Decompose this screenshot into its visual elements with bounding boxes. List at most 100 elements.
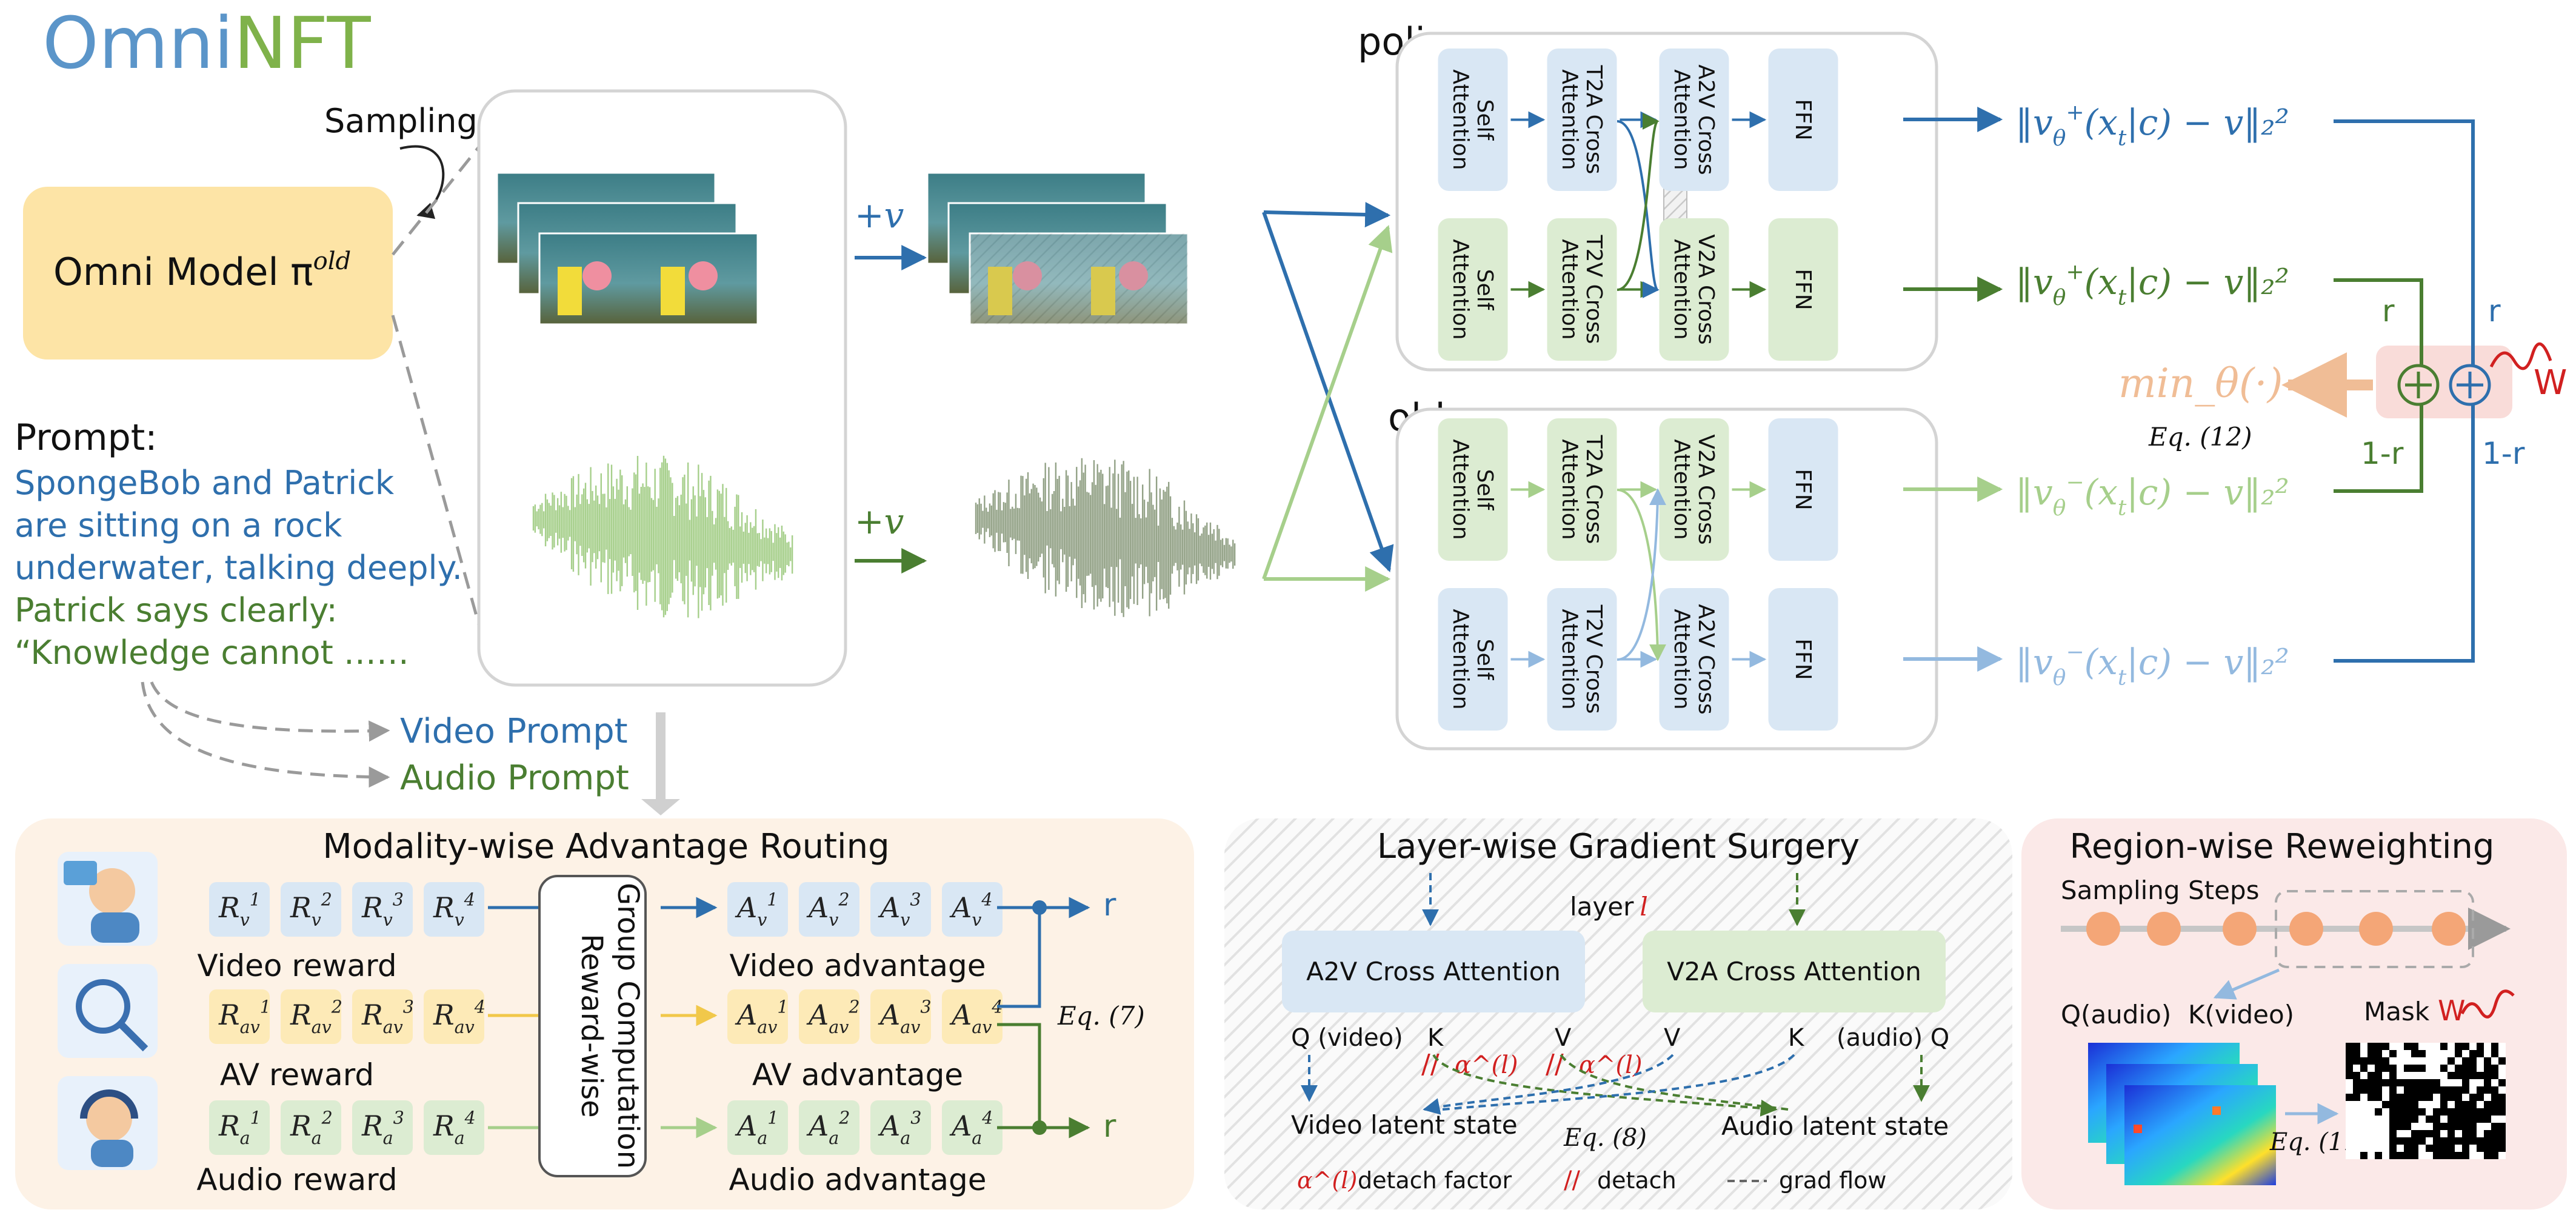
routing-cell-label-audio_adv-2: Aa3: [878, 1108, 921, 1148]
video-reward-label: Video reward: [197, 948, 396, 983]
routing-cell-av_adv-2: [870, 989, 931, 1044]
loss-2: ‖vθ+(xt|c) − v‖₂²: [2015, 260, 2289, 310]
routing-cell-av_rewards-2: [352, 989, 413, 1044]
green-plus-circle: [2397, 364, 2440, 406]
routing-cell-video_rewards-0: [209, 882, 270, 937]
w-label-top: W: [2534, 363, 2567, 403]
routing-cell-audio_rewards-3: [424, 1100, 484, 1155]
v-left: V: [1555, 1024, 1572, 1052]
branch-block-label-0-2: A2V CrossAttention: [1669, 64, 1718, 175]
routing-cell-label-video_rewards-1: Rv2: [290, 890, 332, 930]
prompt-title: Prompt:: [15, 416, 157, 459]
eq-7: Eq. (7): [1057, 1001, 1145, 1031]
branch-block-label-2-0: SelfAttention: [1448, 439, 1497, 540]
routing-cell-audio_rewards-0: [209, 1100, 270, 1155]
video-user-icon: [58, 852, 158, 946]
routing-cell-label-video_adv-0: Av1: [735, 890, 778, 930]
selected-steps-box: [2275, 890, 2474, 968]
prompt-line-1: SpongeBob and Patrick: [15, 464, 395, 502]
routing-cell-label-av_rewards-3: Rav4: [433, 997, 486, 1037]
routing-cell-label-video_adv-2: Av3: [878, 890, 921, 930]
routing-cell-label-av_adv-2: Aav3: [878, 997, 932, 1037]
routing-cell-video_adv-1: [799, 882, 859, 937]
legend-alpha-symbol: α^(l): [1297, 1167, 1357, 1194]
green-r-label: r: [2382, 293, 2395, 329]
loss-4: ‖vθ−(xt|c) − v‖₂²: [2015, 640, 2289, 691]
q-audio-label: Q(audio): [2061, 1000, 2171, 1029]
routing-cell-label-av_rewards-0: Rav1: [218, 997, 271, 1037]
v-right: V: [1664, 1024, 1681, 1052]
step-dot-3: [2289, 912, 2323, 946]
loss-1: ‖vθ+(xt|c) − v‖₂²: [2015, 101, 2289, 151]
routing-cell-audio_adv-0: [727, 1100, 788, 1155]
video-prompt-arrow: [150, 681, 390, 742]
audio-prompt-arrow: [141, 681, 390, 788]
branch-block-3-2: [1659, 588, 1729, 731]
branch-block-2-1: [1547, 418, 1617, 561]
branch-block-1-2: [1659, 218, 1729, 361]
green-one-minus-r: 1-r: [2361, 436, 2404, 471]
branch-block-label-1-2: V2A CrossAttention: [1669, 234, 1718, 344]
k-right: K: [1788, 1024, 1805, 1052]
clean-video-frames: [496, 172, 759, 326]
sampling-steps-label: Sampling Steps: [2061, 875, 2259, 905]
detach-mark-right: //: [1546, 1049, 1564, 1080]
routing-cell-av_adv-3: [942, 989, 1003, 1044]
steps-to-attn-arrow: [2213, 968, 2280, 1000]
routing-cell-label-video_rewards-0: Rv1: [218, 890, 261, 930]
branch-block-0-3: [1768, 49, 1838, 191]
logo-nft: NFT: [233, 1, 371, 85]
routing-cell-label-av_adv-0: Aav1: [735, 997, 789, 1037]
routing-cell-label-audio_rewards-3: Ra4: [433, 1108, 476, 1148]
legend-detach-mark: //: [1564, 1166, 1580, 1194]
loss-3: ‖vθ−(xt|c) − v‖₂²: [2015, 470, 2289, 521]
video-adv-label: Video advantage: [729, 948, 986, 983]
routing-cell-av_rewards-1: [281, 989, 341, 1044]
mask-w-squiggle: [2460, 989, 2515, 1019]
step-dot-5: [2432, 912, 2466, 946]
blue-one-minus-r: 1-r: [2482, 436, 2525, 471]
group-label-1: Reward-wise: [575, 934, 609, 1117]
routing-cell-label-audio_rewards-0: Ra1: [218, 1108, 261, 1148]
branch-block-label-2-2: V2A CrossAttention: [1669, 434, 1718, 544]
branch-block-3-1: [1547, 588, 1617, 731]
routing-cell-av_rewards-0: [209, 989, 270, 1044]
step-dot-0: [2086, 912, 2120, 946]
k-right-flow: [1442, 1054, 1795, 1111]
av-reward-label: AV reward: [220, 1057, 374, 1092]
av-to-video-wire: [997, 908, 1041, 1008]
routing-cell-label-video_rewards-3: Rv4: [433, 890, 475, 930]
plus-v-video: +v: [855, 195, 904, 236]
group-label-2: Group Computation: [611, 883, 645, 1169]
routing-cell-label-av_adv-1: Aav2: [806, 997, 860, 1037]
routing-cell-label-video_rewards-2: Rv3: [361, 890, 404, 930]
q-video: Q (video): [1291, 1024, 1403, 1052]
legend-detach-text: detach: [1597, 1167, 1677, 1194]
sampling-label: Sampling: [324, 102, 478, 140]
a2v-block: [1282, 931, 1585, 1012]
routing-cell-av_adv-1: [799, 989, 859, 1044]
step-dot-1: [2147, 912, 2181, 946]
detach-mark-left: //: [1421, 1049, 1440, 1080]
audio-junction-dot: [1032, 1120, 1047, 1135]
binary-mask: [2346, 1043, 2506, 1159]
routing-cell-video_adv-0: [727, 882, 788, 937]
branch-block-label-3-2: A2V CrossAttention: [1669, 604, 1718, 714]
cross-arrow-1: [1263, 202, 1391, 228]
audio-headphone-icon: [58, 1076, 158, 1170]
av-adv-label: AV advantage: [752, 1057, 963, 1092]
routing-r-top: r: [1103, 887, 1116, 923]
branch-block-0-0: [1438, 49, 1508, 191]
branch-block-1-3: [1768, 218, 1838, 361]
routing-cell-audio_rewards-2: [352, 1100, 413, 1155]
branch-block-1-0: [1438, 218, 1508, 361]
routing-cell-label-audio_adv-0: Aa1: [735, 1108, 778, 1148]
branch-block-label-1-1: T2V CrossAttention: [1557, 235, 1606, 344]
logo: OmniNFT: [42, 1, 371, 85]
sampling-loop-arrow: [399, 145, 445, 219]
surgery-title: Layer-wise Gradient Surgery: [1377, 827, 1860, 866]
av-to-audio-wire: [997, 1023, 1041, 1128]
